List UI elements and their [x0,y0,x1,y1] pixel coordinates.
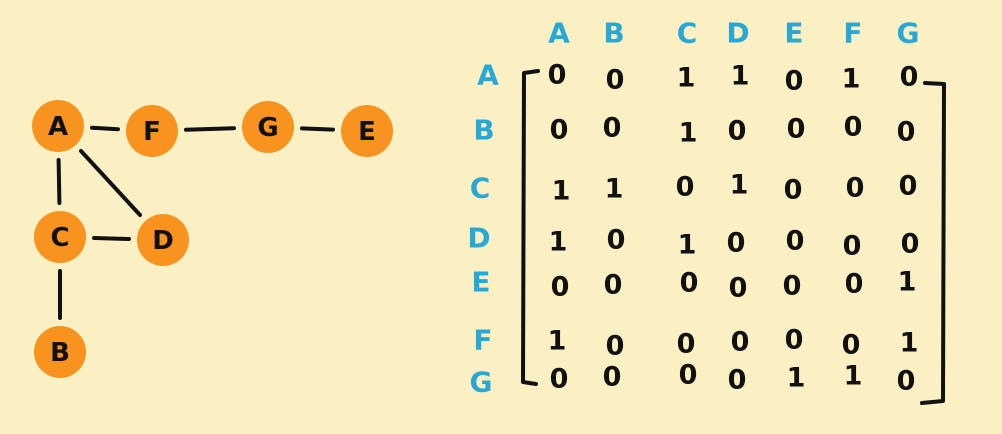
matrix-cell-e-d: 0 [729,273,748,304]
matrix-cell-c-a: 1 [552,176,571,207]
matrix-cell-a-e: 0 [785,66,804,97]
matrix-cell-e-c: 0 [680,268,699,299]
node-circle [32,100,84,152]
matrix-cell-e-g: 1 [898,267,917,298]
matrix-cell-g-c: 0 [679,360,698,391]
row-header-e: E [471,266,490,299]
row-header-a: A [477,59,499,92]
node-c: C [34,211,86,263]
matrix-cell-c-g: 0 [899,171,918,202]
node-circle [34,326,86,378]
matrix-cell-a-d: 1 [731,61,750,92]
matrix-cell-c-d: 1 [730,170,749,201]
matrix-cell-d-f: 0 [843,231,862,262]
node-a: A [32,100,84,152]
edge-a-c [56,158,62,205]
node-label: C [50,223,69,253]
matrix-cell-g-b: 0 [603,362,622,393]
matrix-cell-f-c: 0 [677,329,696,360]
matrix-cell-c-c: 0 [676,172,695,203]
node-label: D [152,226,174,256]
matrix-cell-b-g: 0 [897,117,916,148]
matrix-cell-d-d: 0 [727,228,746,259]
edge-c-d [92,236,131,241]
graph-nodes: A F G E C D B [32,100,393,378]
node-label: A [48,112,68,142]
node-label: E [358,117,376,147]
matrix-cell-b-e: 0 [787,114,806,145]
matrix-cell-f-f: 0 [842,330,861,361]
node-b: B [34,326,86,378]
matrix-cell-e-f: 0 [845,269,864,300]
matrix-cell-e-e: 0 [783,271,802,302]
matrix-cell-f-d: 0 [731,327,750,358]
matrix-cell-g-f: 1 [844,361,863,392]
matrix-cell-g-e: 1 [787,363,806,394]
node-circle [126,105,178,157]
matrix-cell-a-f: 1 [842,64,861,95]
node-f: F [126,105,178,157]
matrix-cell-a-a: 0 [548,60,567,91]
column-header-c: C [677,17,698,50]
node-label: F [143,117,161,147]
matrix-cell-b-a: 0 [550,115,569,146]
matrix-cell-d-b: 0 [607,225,626,256]
matrix-cell-g-g: 0 [897,366,916,397]
matrix-cell-f-b: 0 [606,331,625,362]
matrix-cell-c-b: 1 [605,174,624,205]
edge-g-e [300,126,335,132]
matrix-left-bracket [521,69,540,386]
matrix-cell-e-a: 0 [551,272,570,303]
column-header-d: D [726,17,749,50]
matrix-cell-b-b: 0 [603,113,622,144]
row-header-d: D [467,222,490,255]
node-circle [242,101,294,153]
node-circle [34,211,86,263]
edge-f-g [184,126,236,132]
matrix-cell-f-e: 0 [785,325,804,356]
matrix-cell-d-a: 1 [549,227,568,258]
matrix-cell-d-c: 1 [678,230,697,261]
edge-a-d [79,149,142,217]
matrix-cell-b-f: 0 [844,112,863,143]
column-header-b: B [603,17,624,50]
row-header-f: F [473,324,492,357]
matrix-cell-a-g: 0 [900,62,919,93]
node-label: B [50,338,70,368]
node-circle [341,105,393,157]
graph-edges [56,125,335,320]
node-label: G [257,113,278,143]
matrix-cell-a-c: 1 [677,63,696,94]
matrix-cell-d-g: 0 [901,229,920,260]
matrix-cell-e-b: 0 [604,270,623,301]
row-header-b: B [473,114,494,147]
node-circle [137,214,189,266]
matrix-cell-g-d: 0 [728,365,747,396]
column-header-f: F [843,17,862,50]
column-header-e: E [784,17,803,50]
matrix-cell-c-e: 0 [784,175,803,206]
node-e: E [341,105,393,157]
row-header-g: G [470,366,493,399]
matrix-cell-g-a: 0 [550,364,569,395]
matrix-cell-f-g: 1 [900,328,919,359]
node-d: D [137,214,189,266]
matrix-cell-f-a: 1 [548,326,567,357]
matrix-cell-c-f: 0 [846,173,865,204]
edge-a-f [90,125,120,132]
node-g: G [242,101,294,153]
matrix-cell-a-b: 0 [606,65,625,96]
column-header-a: A [548,17,570,50]
matrix-cell-d-e: 0 [786,226,805,257]
row-header-c: C [470,172,491,205]
matrix-cell-b-d: 0 [728,116,747,147]
column-header-g: G [897,17,920,50]
matrix-cell-b-c: 1 [679,118,698,149]
matrix-right-bracket [920,81,946,405]
